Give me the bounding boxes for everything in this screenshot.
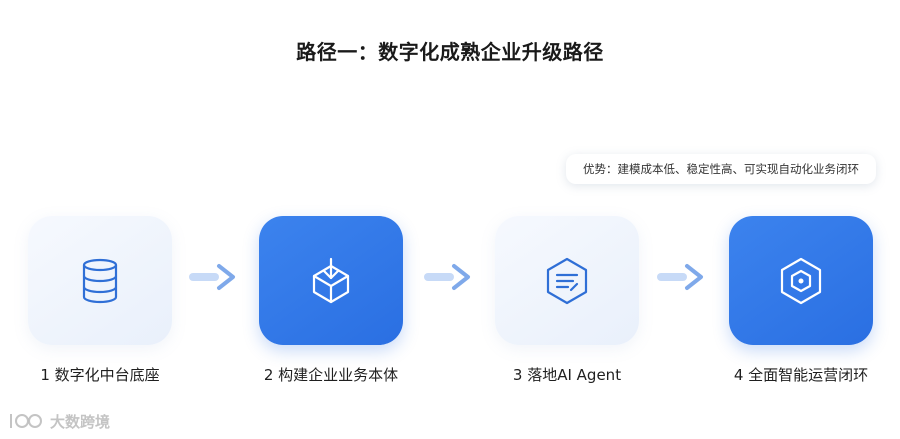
step-1-box	[28, 216, 172, 345]
step-4-box	[729, 216, 873, 345]
step-2-box	[259, 216, 403, 345]
watermark: 大数跨境	[8, 408, 110, 434]
hexagon-icon	[780, 257, 822, 305]
advantage-note: 优势：建模成本低、稳定性高、可实现自动化业务闭环	[566, 154, 876, 184]
step-4-label: 4 全面智能运营闭环	[733, 366, 869, 384]
diagram-title: 路径一：数字化成熟企业升级路径	[296, 40, 604, 64]
step-1-label: 1 数字化中台底座	[40, 366, 160, 384]
watermark-logo-icon	[10, 414, 42, 428]
download-box-icon	[312, 257, 350, 304]
flow-arrow-2	[424, 264, 470, 290]
flow-arrow-1	[189, 264, 235, 290]
step-3-label: 3 落地AI Agent	[512, 366, 622, 384]
watermark-text: 大数跨境	[50, 412, 111, 431]
database-icon	[82, 258, 118, 304]
document-hexagon-icon	[546, 257, 588, 305]
step-3-box	[495, 216, 639, 345]
flow-arrow-3	[657, 264, 703, 290]
step-2-label: 2 构建企业业务本体	[263, 366, 399, 384]
